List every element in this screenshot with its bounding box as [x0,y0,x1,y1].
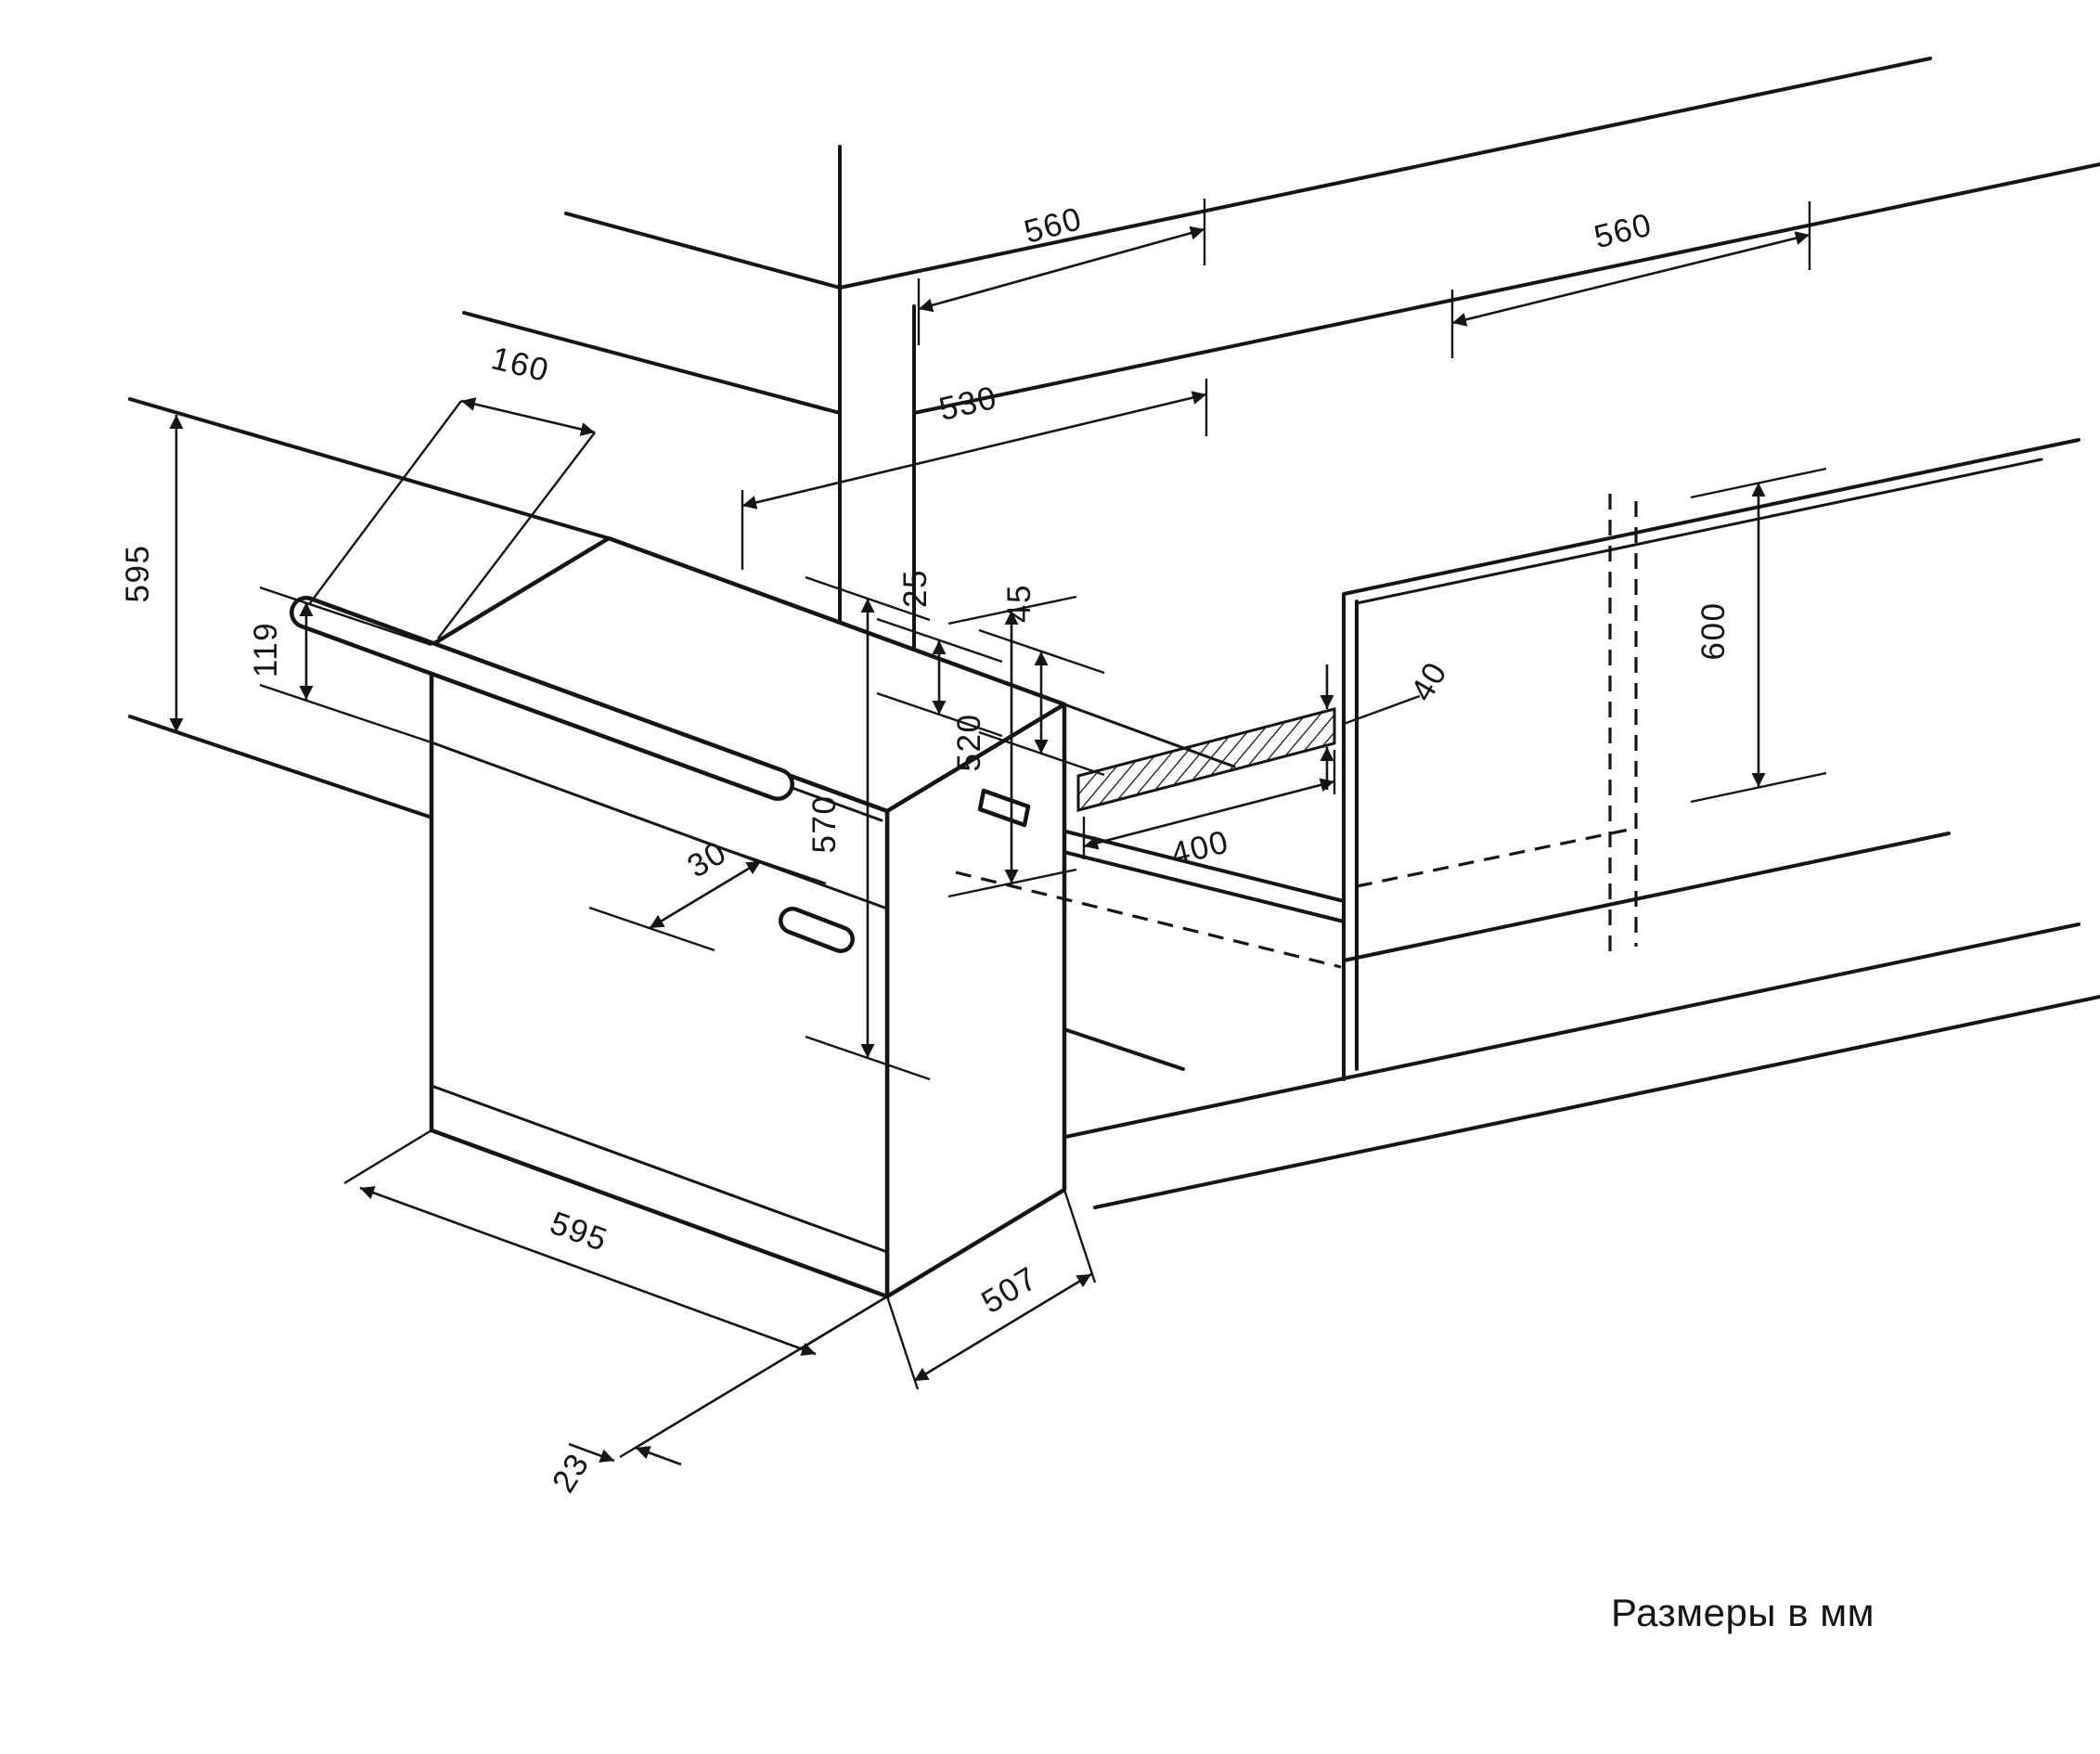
dim-niche-height: 600 [1690,467,1827,804]
oven-side-face [884,702,1067,1299]
dim-label-control-panel-height: 119 [248,622,284,677]
dim-label-vent-cutout-width: 400 [1167,823,1232,872]
oven [290,535,1067,1299]
dim-vent-cutout-depth: 40 [1320,655,1454,790]
oven-handle [290,596,855,953]
dimensions: 595 119 160 530 560 [120,199,1827,1499]
dim-label-handle-clearance: 160 [488,340,553,389]
dim-control-panel-height: 119 [248,586,432,744]
dim-label-front-frame: 23 [546,1447,597,1499]
dim-label-top-gap: 25 [897,569,934,608]
dim-label-rear-gap: 45 [1001,584,1037,623]
structure-lines [128,57,2100,1209]
dim-label-niche-side-height: 520 [951,714,987,772]
dim-label-rear-height: 570 [806,795,843,854]
dim-front-frame: 23 [546,1285,904,1499]
dim-rear-height: 570 [805,575,931,1081]
dim-niche-side-height: 520 [947,595,1077,898]
dim-label-counter-depth-right: 560 [1591,206,1656,255]
dim-label-oven-height: 595 [120,545,156,603]
dim-label-counter-depth-left: 560 [1021,200,1087,251]
dim-label-cabinet-inner-depth: 530 [935,380,1000,428]
dim-counter-depth-right: 560 [1450,201,1811,358]
units-note: Размеры в мм [1611,1591,1875,1634]
dim-oven-height: 595 [120,415,184,732]
dim-top-gap: 25 [876,569,1003,738]
dim-label-niche-height: 600 [1695,602,1732,661]
hidden-niche-edges [955,494,1638,969]
dim-label-oven-depth: 507 [975,1259,1044,1321]
control-panel-line [430,741,889,910]
dim-label-oven-width: 595 [546,1205,612,1258]
